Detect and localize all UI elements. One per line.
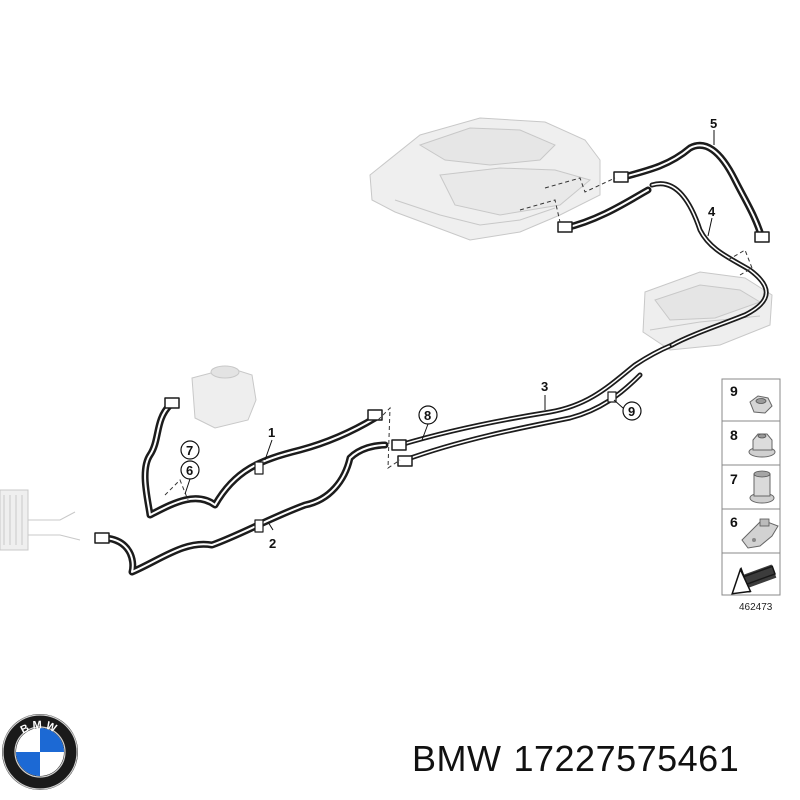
svg-text:6: 6 bbox=[186, 463, 193, 478]
brand-name: BMW bbox=[412, 738, 502, 779]
direction-arrow-icon bbox=[731, 564, 777, 595]
callout-3: 3 bbox=[541, 379, 548, 410]
bmw-logo-icon: BMW bbox=[2, 714, 78, 790]
diagram-id: 462473 bbox=[739, 602, 773, 613]
legend-row-6: 6 bbox=[730, 514, 779, 549]
callout-8: 8 bbox=[418, 405, 438, 441]
svg-text:4: 4 bbox=[708, 204, 716, 219]
callout-5: 5 bbox=[710, 116, 717, 145]
callout-6: 6 bbox=[180, 460, 200, 495]
legend-row-7: 7 bbox=[730, 470, 775, 504]
svg-text:7: 7 bbox=[186, 443, 193, 458]
svg-text:7: 7 bbox=[730, 471, 738, 487]
transmission-housing bbox=[369, 117, 601, 241]
svg-text:1: 1 bbox=[268, 425, 275, 440]
svg-text:5: 5 bbox=[710, 116, 717, 131]
legend-row-9: 9 bbox=[730, 383, 773, 414]
part-number: 17227575461 bbox=[513, 738, 740, 779]
parts-legend: 9 8 7 6 bbox=[721, 378, 781, 613]
part-caption: BMW 17227575461 bbox=[412, 738, 751, 788]
svg-text:2: 2 bbox=[269, 536, 276, 551]
svg-text:9: 9 bbox=[730, 383, 738, 399]
callout-9: 9 bbox=[613, 399, 642, 421]
nut-icon bbox=[749, 395, 773, 414]
callout-1: 1 bbox=[264, 425, 275, 461]
expansion-tank bbox=[191, 365, 257, 429]
svg-text:6: 6 bbox=[730, 514, 738, 530]
svg-text:8: 8 bbox=[730, 427, 738, 443]
callout-7: 7 bbox=[180, 440, 200, 460]
svg-text:8: 8 bbox=[424, 408, 431, 423]
legend-row-8: 8 bbox=[730, 427, 776, 458]
sleeve-nut-icon bbox=[749, 470, 775, 504]
callout-2: 2 bbox=[267, 521, 276, 551]
bracket-clip-icon bbox=[741, 518, 779, 549]
pipe-3 bbox=[397, 342, 675, 448]
svg-text:BMW: BMW bbox=[19, 719, 61, 736]
svg-text:3: 3 bbox=[541, 379, 548, 394]
flange-nut-icon bbox=[748, 433, 776, 458]
radiator bbox=[0, 489, 81, 551]
callout-4: 4 bbox=[707, 204, 716, 237]
svg-text:9: 9 bbox=[628, 404, 635, 419]
hose-1 bbox=[141, 401, 379, 519]
hose-group bbox=[94, 141, 770, 576]
